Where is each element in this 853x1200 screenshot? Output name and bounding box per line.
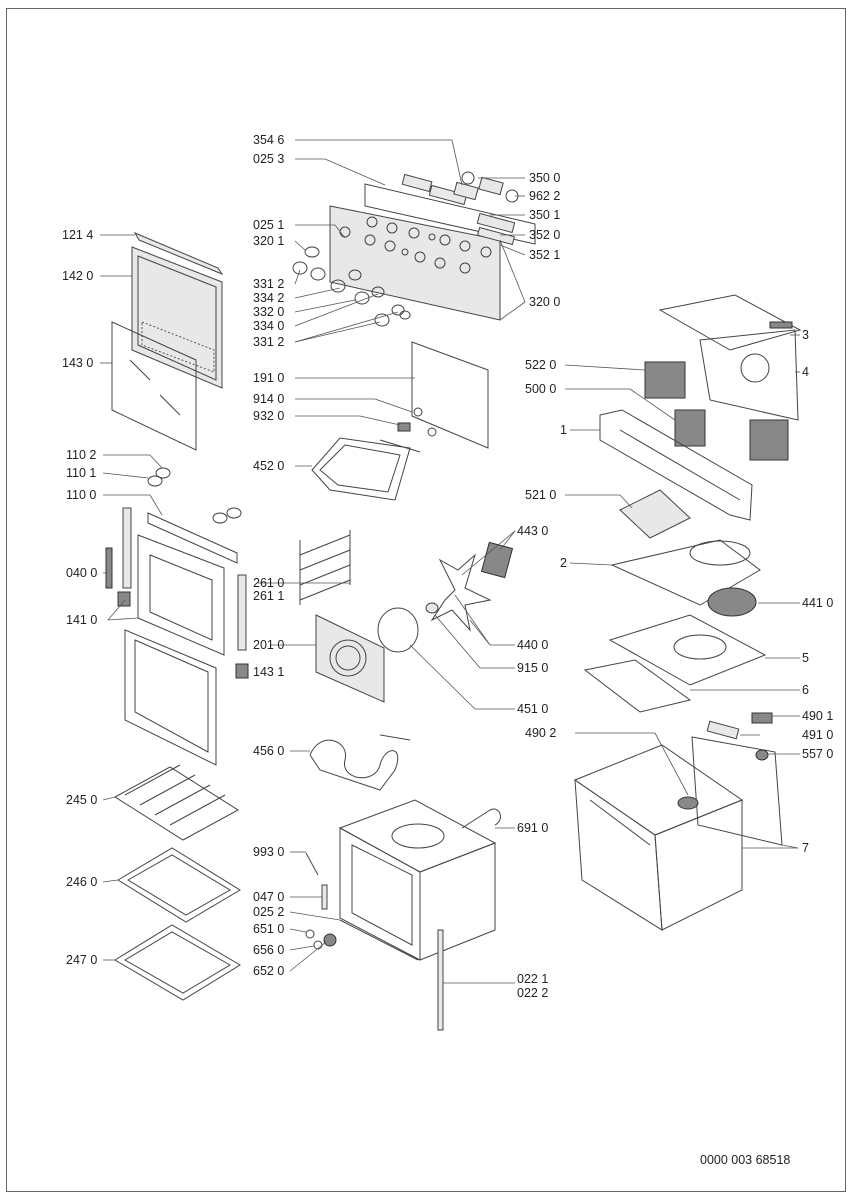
- label-1: 1: [560, 423, 567, 437]
- label-246-0: 246 0: [66, 875, 97, 889]
- label-2: 2: [560, 556, 567, 570]
- label-651-0: 651 0: [253, 922, 284, 936]
- label-350-1: 350 1: [529, 208, 560, 222]
- label-490-2: 490 2: [525, 726, 556, 740]
- drip-pan: [114, 924, 241, 1001]
- wire-shelf: [114, 764, 239, 841]
- label-110-2: 110 2: [66, 448, 96, 462]
- shelf-runners: [299, 530, 351, 605]
- small-parts: [305, 808, 501, 1031]
- front-frame: [599, 409, 753, 521]
- label-652-0: 652 0: [253, 964, 284, 978]
- label-247-0: 247 0: [66, 953, 97, 967]
- label-352-0: 352 0: [529, 228, 560, 242]
- label-022-2: 022 2: [517, 986, 548, 1000]
- control-knobs: [292, 246, 411, 327]
- leader-lines: [100, 139, 800, 984]
- label-143-0: 143 0: [62, 356, 93, 370]
- label-691-0: 691 0: [517, 821, 548, 835]
- label-557-0: 557 0: [802, 747, 833, 761]
- label-047-0: 047 0: [253, 890, 284, 904]
- insulation-plates: [583, 614, 767, 713]
- label-025-3: 025 3: [253, 152, 284, 166]
- convection-fan: [425, 541, 514, 632]
- label-110-0: 110 0: [66, 488, 96, 502]
- bottom-heating-element: [309, 734, 411, 791]
- part-labels: 354 6 025 3 350 0 962 2 350 1 025 1 352 …: [62, 133, 833, 1000]
- top-cover-assembly: [658, 294, 802, 421]
- label-915-0: 915 0: [517, 661, 548, 675]
- fan-cover: [315, 614, 385, 703]
- control-panel: [329, 183, 536, 321]
- rear-panel-components: [677, 712, 783, 846]
- label-245-0: 245 0: [66, 793, 97, 807]
- label-451-0: 451 0: [517, 702, 548, 716]
- door-top-trim: [133, 231, 224, 276]
- label-522-0: 522 0: [525, 358, 556, 372]
- label-5: 5: [802, 651, 809, 665]
- label-354-6: 354 6: [253, 133, 284, 147]
- drawing-frame: [6, 8, 846, 1192]
- label-491-0: 491 0: [802, 728, 833, 742]
- label-6: 6: [802, 683, 809, 697]
- hinge-washers: [147, 467, 242, 524]
- electronics-modules: [619, 361, 789, 539]
- door-seal: [411, 341, 489, 449]
- label-352-1: 352 1: [529, 248, 560, 262]
- document-number: 0000 003 68518: [700, 1153, 791, 1167]
- label-521-0: 521 0: [525, 488, 556, 502]
- label-7: 7: [802, 841, 809, 855]
- label-452-0: 452 0: [253, 459, 284, 473]
- label-332-0: 332 0: [253, 305, 284, 319]
- label-440-0: 440 0: [517, 638, 548, 652]
- door-frame-assembly: [117, 507, 249, 679]
- label-331-2-bottom: 331 2: [253, 335, 284, 349]
- label-040-0: 040 0: [66, 566, 97, 580]
- label-121-4: 121 4: [62, 228, 93, 242]
- label-443-0: 443 0: [517, 524, 548, 538]
- label-201-0: 201 0: [253, 638, 284, 652]
- label-141-0: 141 0: [66, 613, 97, 627]
- switch-modules: [401, 171, 519, 246]
- label-025-2: 025 2: [253, 905, 284, 919]
- label-962-2: 962 2: [529, 189, 560, 203]
- label-3: 3: [802, 328, 809, 342]
- lamp-assembly: [397, 407, 437, 437]
- label-456-0: 456 0: [253, 744, 284, 758]
- label-025-1: 025 1: [253, 218, 284, 232]
- label-022-1: 022 1: [517, 972, 548, 986]
- label-334-0: 334 0: [253, 319, 284, 333]
- inner-door-glass: [111, 321, 197, 451]
- label-320-0: 320 0: [529, 295, 560, 309]
- air-deflector: [610, 539, 761, 617]
- label-110-1: 110 1: [66, 466, 96, 480]
- label-261-1: 261 1: [253, 589, 284, 603]
- label-261-0: 261 0: [253, 576, 284, 590]
- label-441-0: 441 0: [802, 596, 833, 610]
- outer-door-glass: [131, 246, 223, 389]
- baking-tray: [117, 847, 241, 923]
- oven-cavity: [338, 799, 497, 961]
- label-191-0: 191 0: [253, 371, 284, 385]
- label-490-1: 490 1: [802, 709, 833, 723]
- label-350-0: 350 0: [529, 171, 560, 185]
- label-914-0: 914 0: [253, 392, 284, 406]
- label-4: 4: [802, 365, 809, 379]
- label-142-0: 142 0: [62, 269, 93, 283]
- label-656-0: 656 0: [253, 943, 284, 957]
- label-334-2: 334 2: [253, 291, 284, 305]
- label-331-2-top: 331 2: [253, 277, 284, 291]
- lower-door-glass: [124, 629, 217, 766]
- label-932-0: 932 0: [253, 409, 284, 423]
- top-heating-element: [311, 437, 421, 501]
- label-500-0: 500 0: [525, 382, 556, 396]
- label-993-0: 993 0: [253, 845, 284, 859]
- label-320-1: 320 1: [253, 234, 284, 248]
- circular-heating-element: [377, 607, 419, 653]
- door-latch: [105, 547, 113, 589]
- outer-housing: [573, 744, 744, 931]
- label-143-1: 143 1: [253, 665, 284, 679]
